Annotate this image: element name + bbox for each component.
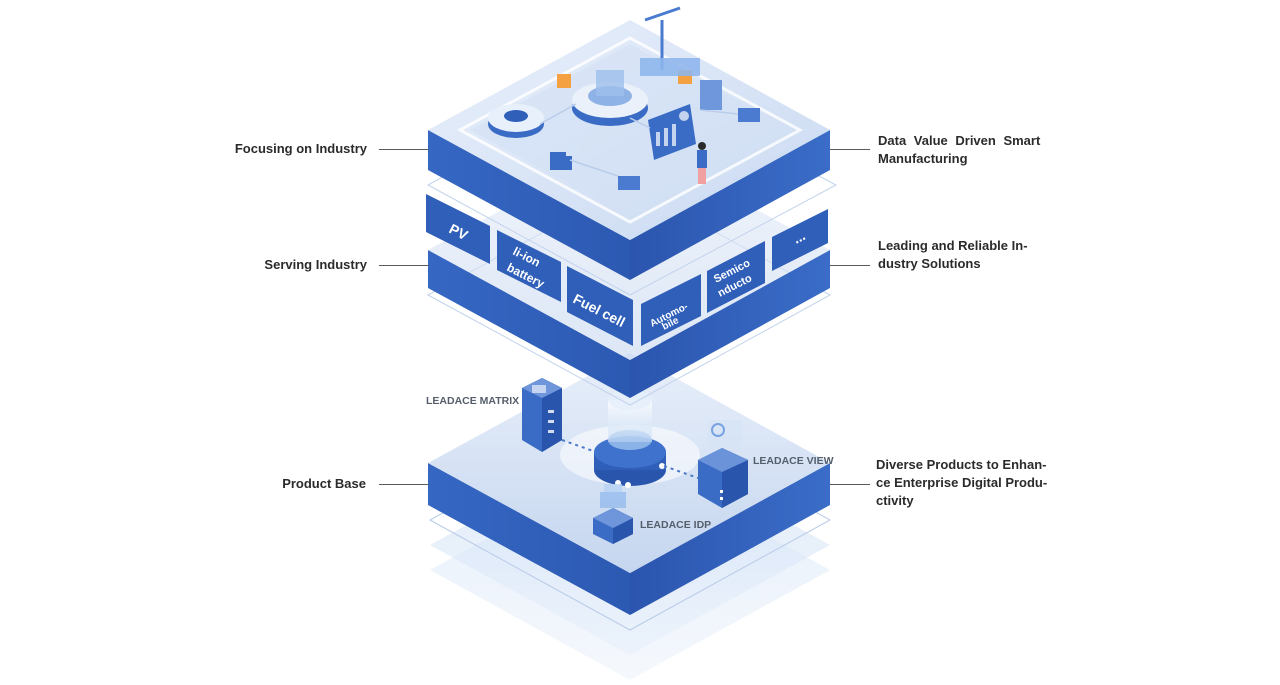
leadace-idp-stack-icon	[593, 484, 633, 544]
product-label-view: LEADACE VIEW	[753, 455, 834, 467]
leader-line-serving	[379, 265, 429, 266]
leadace-view-device-icon	[698, 420, 748, 508]
product-label-matrix: LEADACE MATRIX	[426, 395, 519, 407]
label-data-value-line-2: Manufacturing	[878, 151, 968, 166]
smart-factory-scene	[488, 6, 760, 190]
label-focusing-on-industry: Focusing on Industry	[234, 141, 367, 156]
leader-line-data-value	[830, 149, 870, 150]
label-diverse: Diverse Products to Enhan- ce Enterprise…	[876, 456, 1056, 510]
central-hub-icon	[594, 390, 666, 488]
label-diverse-line-3: ctivity	[876, 493, 914, 508]
label-diverse-line-1: Diverse Products to Enhan-	[876, 457, 1047, 472]
label-diverse-line-2: ce Enterprise Digital Produ-	[876, 475, 1048, 490]
product-label-idp: LEADACE IDP	[640, 519, 711, 531]
product-labels: LEADACE MATRIX LEADACE VIEW LEADACE IDP	[426, 395, 834, 531]
leadace-matrix-server-icon	[522, 378, 562, 452]
leader-line-leading	[830, 265, 870, 266]
industry-pv-label: PV	[447, 220, 471, 243]
label-serving-industry: Serving Industry	[264, 257, 367, 272]
label-data-value: Data Value Driven Smart Manufacturing	[878, 132, 1048, 168]
label-leading-line-2: dustry Solutions	[878, 256, 981, 271]
base-connectors	[561, 439, 699, 479]
label-data-value-line-1: Data Value Driven Smart	[878, 133, 1041, 148]
leader-line-diverse	[830, 484, 870, 485]
label-product-base: Product Base	[282, 476, 366, 491]
leader-line-product-base	[379, 484, 429, 485]
leader-line-focusing	[379, 149, 429, 150]
label-leading-line-1: Leading and Reliable In-	[878, 238, 1028, 253]
label-leading: Leading and Reliable In- dustry Solution…	[878, 237, 1048, 273]
industry-tiles	[426, 194, 828, 346]
